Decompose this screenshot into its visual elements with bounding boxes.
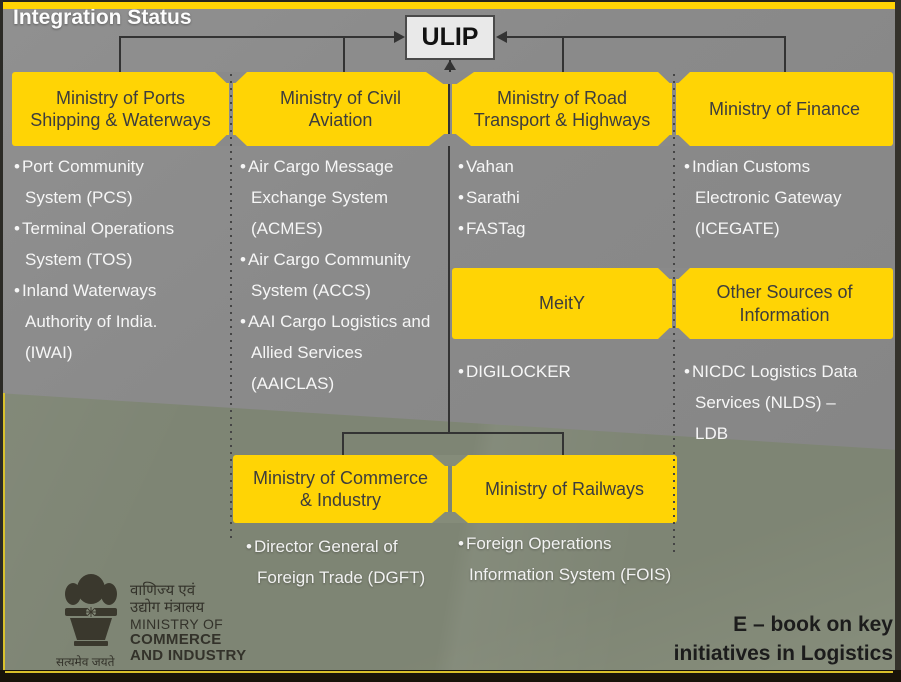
notch-bottom-5 bbox=[432, 512, 468, 523]
emblem-motto: सत्यमेव जयते bbox=[56, 655, 115, 669]
connector-commerce-drop bbox=[342, 432, 344, 456]
list-road-systems: Vahan Sarathi FASTag bbox=[458, 151, 658, 244]
notch-top-5 bbox=[432, 455, 468, 466]
list-item: Indian Customs Electronic Gateway (ICEGA… bbox=[684, 151, 849, 244]
frame-top-line bbox=[0, 0, 901, 2]
list-commerce-systems: Director General of Foreign Trade (DGFT) bbox=[246, 531, 431, 593]
ulip-box: ULIP bbox=[405, 15, 495, 60]
logo-english-line2: COMMERCE bbox=[130, 631, 222, 648]
connector-railways-drop bbox=[562, 432, 564, 456]
arrow-up-into-ulip-icon bbox=[444, 60, 456, 70]
frame-right-border bbox=[895, 0, 901, 682]
logo-english-line1: MINISTRY OF bbox=[130, 616, 224, 632]
banner-ministry-railways: Ministry of Railways bbox=[452, 455, 677, 523]
list-item: Air Cargo Community System (ACCS) bbox=[240, 244, 438, 306]
dotted-separator-right bbox=[673, 74, 675, 555]
banner-ministry-commerce: Ministry of Commerce & Industry bbox=[233, 455, 448, 523]
logo-hindi-line1: वाणिज्य एवं bbox=[130, 582, 196, 599]
list-item: AAI Cargo Logistics and Allied Services … bbox=[240, 306, 438, 399]
logo-hindi-line2: उद्योग मंत्रालय bbox=[130, 599, 205, 616]
ebook-note: E – book on key initiatives in Logistics bbox=[673, 613, 893, 665]
frame-left-border bbox=[0, 0, 3, 682]
frame-top-yellow-strip bbox=[3, 2, 895, 9]
list-item: Inland Waterways Authority of India. (IW… bbox=[14, 275, 194, 368]
arrow-into-ulip-right-icon bbox=[496, 31, 507, 43]
left-accent-line bbox=[2, 393, 5, 672]
banner-other-sources: Other Sources of Information bbox=[676, 268, 893, 339]
banner-ministry-civil-aviation: Ministry of Civil Aviation bbox=[233, 72, 448, 146]
banner-ministry-finance: Ministry of Finance bbox=[676, 72, 893, 146]
list-meity-systems: DIGILOCKER bbox=[458, 356, 658, 387]
list-item: Director General of Foreign Trade (DGFT) bbox=[246, 531, 431, 593]
list-item: Sarathi bbox=[458, 182, 658, 213]
frame-bottom-yellow-line bbox=[5, 671, 893, 673]
ashoka-emblem-icon bbox=[62, 572, 120, 659]
logo-english-line3: AND INDUSTRY bbox=[130, 647, 247, 664]
dotted-separator-left bbox=[230, 74, 232, 540]
list-railways-systems: Foreign Operations Information System (F… bbox=[458, 528, 673, 590]
arrow-into-ulip-left-icon bbox=[394, 31, 405, 43]
connector-bottom-horizontal bbox=[342, 432, 564, 434]
list-item: Foreign Operations Information System (F… bbox=[458, 528, 673, 590]
list-finance-systems: Indian Customs Electronic Gateway (ICEGA… bbox=[684, 151, 849, 244]
list-ports-systems: Port Community System (PCS) Terminal Ope… bbox=[14, 151, 194, 368]
connector-finance-vertical bbox=[784, 36, 786, 74]
connector-aviation-vertical bbox=[343, 36, 345, 74]
list-item: Air Cargo Message Exchange System (ACMES… bbox=[240, 151, 438, 244]
banner-ministry-ports: Ministry of Ports Shipping & Waterways bbox=[12, 72, 229, 146]
list-aviation-systems: Air Cargo Message Exchange System (ACMES… bbox=[240, 151, 438, 399]
connector-left-horizontal bbox=[120, 36, 396, 38]
frame-bottom-border bbox=[0, 670, 901, 682]
list-item: DIGILOCKER bbox=[458, 356, 658, 387]
ministry-logo-text: वाणिज्य एवं उद्योग मंत्रालय MINISTRY OF … bbox=[130, 582, 246, 664]
connector-roadtransport-vertical bbox=[562, 36, 564, 74]
list-item: Port Community System (PCS) bbox=[14, 151, 194, 213]
banner-ministry-road-transport: Ministry of Road Transport & Highways bbox=[452, 72, 672, 146]
list-item: FASTag bbox=[458, 213, 658, 244]
banner-meity: MeitY bbox=[452, 268, 672, 339]
connector-right-horizontal bbox=[506, 36, 786, 38]
connector-center-vertical bbox=[448, 84, 450, 433]
connector-ports-vertical bbox=[119, 36, 121, 74]
list-item: Vahan bbox=[458, 151, 658, 182]
page-title: Integration Status bbox=[13, 6, 192, 29]
list-item: NICDC Logistics Data Services (NLDS) – L… bbox=[684, 356, 864, 449]
list-item: Terminal Operations System (TOS) bbox=[14, 213, 194, 275]
list-other-sources-systems: NICDC Logistics Data Services (NLDS) – L… bbox=[684, 356, 864, 449]
